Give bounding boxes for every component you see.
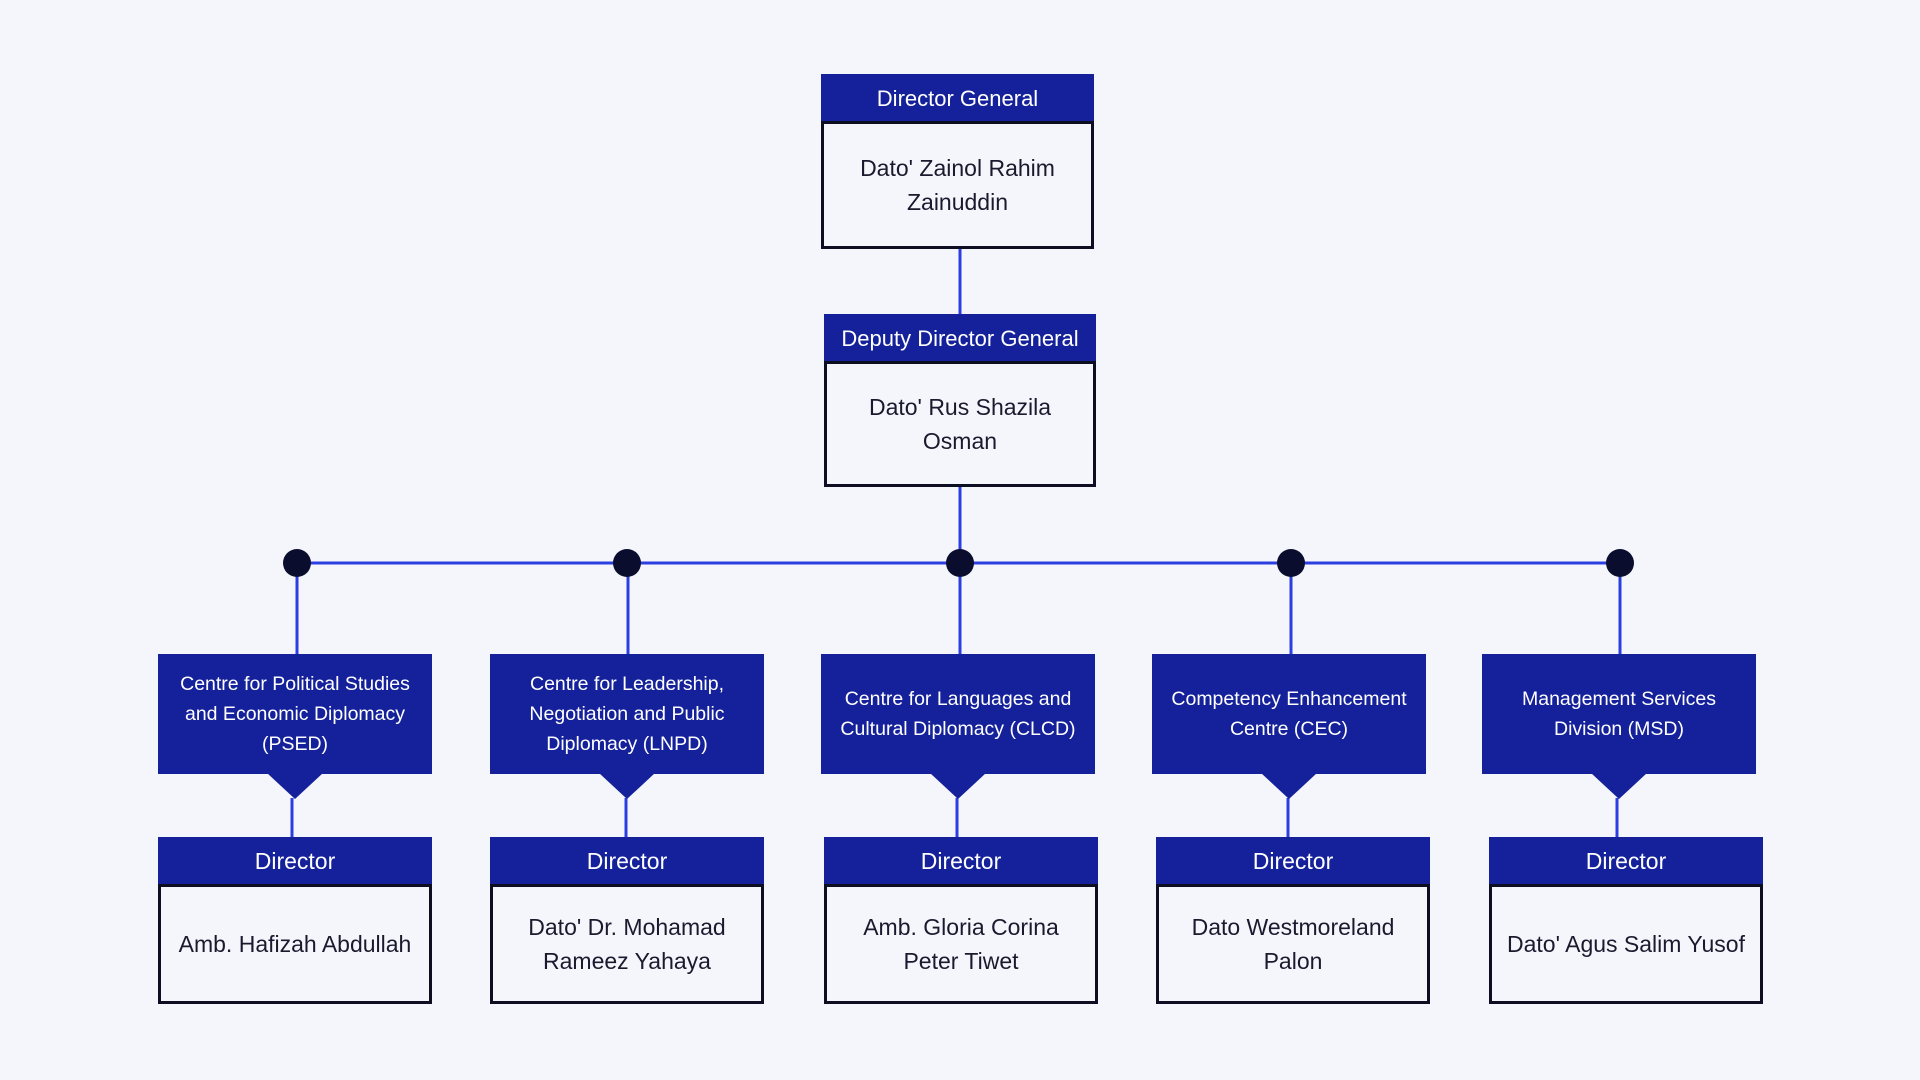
role-title: Director — [824, 837, 1098, 886]
role-title: Director — [1489, 837, 1763, 886]
person-name: Amb. Gloria Corina Peter Tiwet — [824, 884, 1098, 1004]
role-title: Director — [1156, 837, 1430, 886]
pointer-arrow — [1591, 773, 1647, 799]
pointer-arrow — [599, 773, 655, 799]
junction-dot — [613, 549, 641, 577]
pointer-arrow — [930, 773, 986, 799]
junction-dot — [1606, 549, 1634, 577]
node-title: Director General — [821, 74, 1094, 123]
junction-dot — [1277, 549, 1305, 577]
role-title: Director — [490, 837, 764, 886]
unit-lnpd: Centre for Leadership, Negotiation and P… — [490, 654, 764, 774]
person-name: Dato' Rus Shazila Osman — [824, 361, 1096, 487]
junction-dot — [946, 549, 974, 577]
person-name: Dato' Agus Salim Yusof — [1489, 884, 1763, 1004]
person-name: Dato Westmoreland Palon — [1156, 884, 1430, 1004]
unit-psed: Centre for Political Studies and Economi… — [158, 654, 432, 774]
unit-clcd: Centre for Languages and Cultural Diplom… — [821, 654, 1095, 774]
node-title: Deputy Director General — [824, 314, 1096, 363]
role-title: Director — [158, 837, 432, 886]
junction-dot — [283, 549, 311, 577]
pointer-arrow — [267, 773, 323, 799]
unit-cec: Competency Enhancement Centre (CEC) — [1152, 654, 1426, 774]
unit-msd: Management Services Division (MSD) — [1482, 654, 1756, 774]
person-name: Dato' Zainol Rahim Zainuddin — [821, 121, 1094, 249]
person-name: Dato' Dr. Mohamad Rameez Yahaya — [490, 884, 764, 1004]
pointer-arrow — [1261, 773, 1317, 799]
person-name: Amb. Hafizah Abdullah — [158, 884, 432, 1004]
